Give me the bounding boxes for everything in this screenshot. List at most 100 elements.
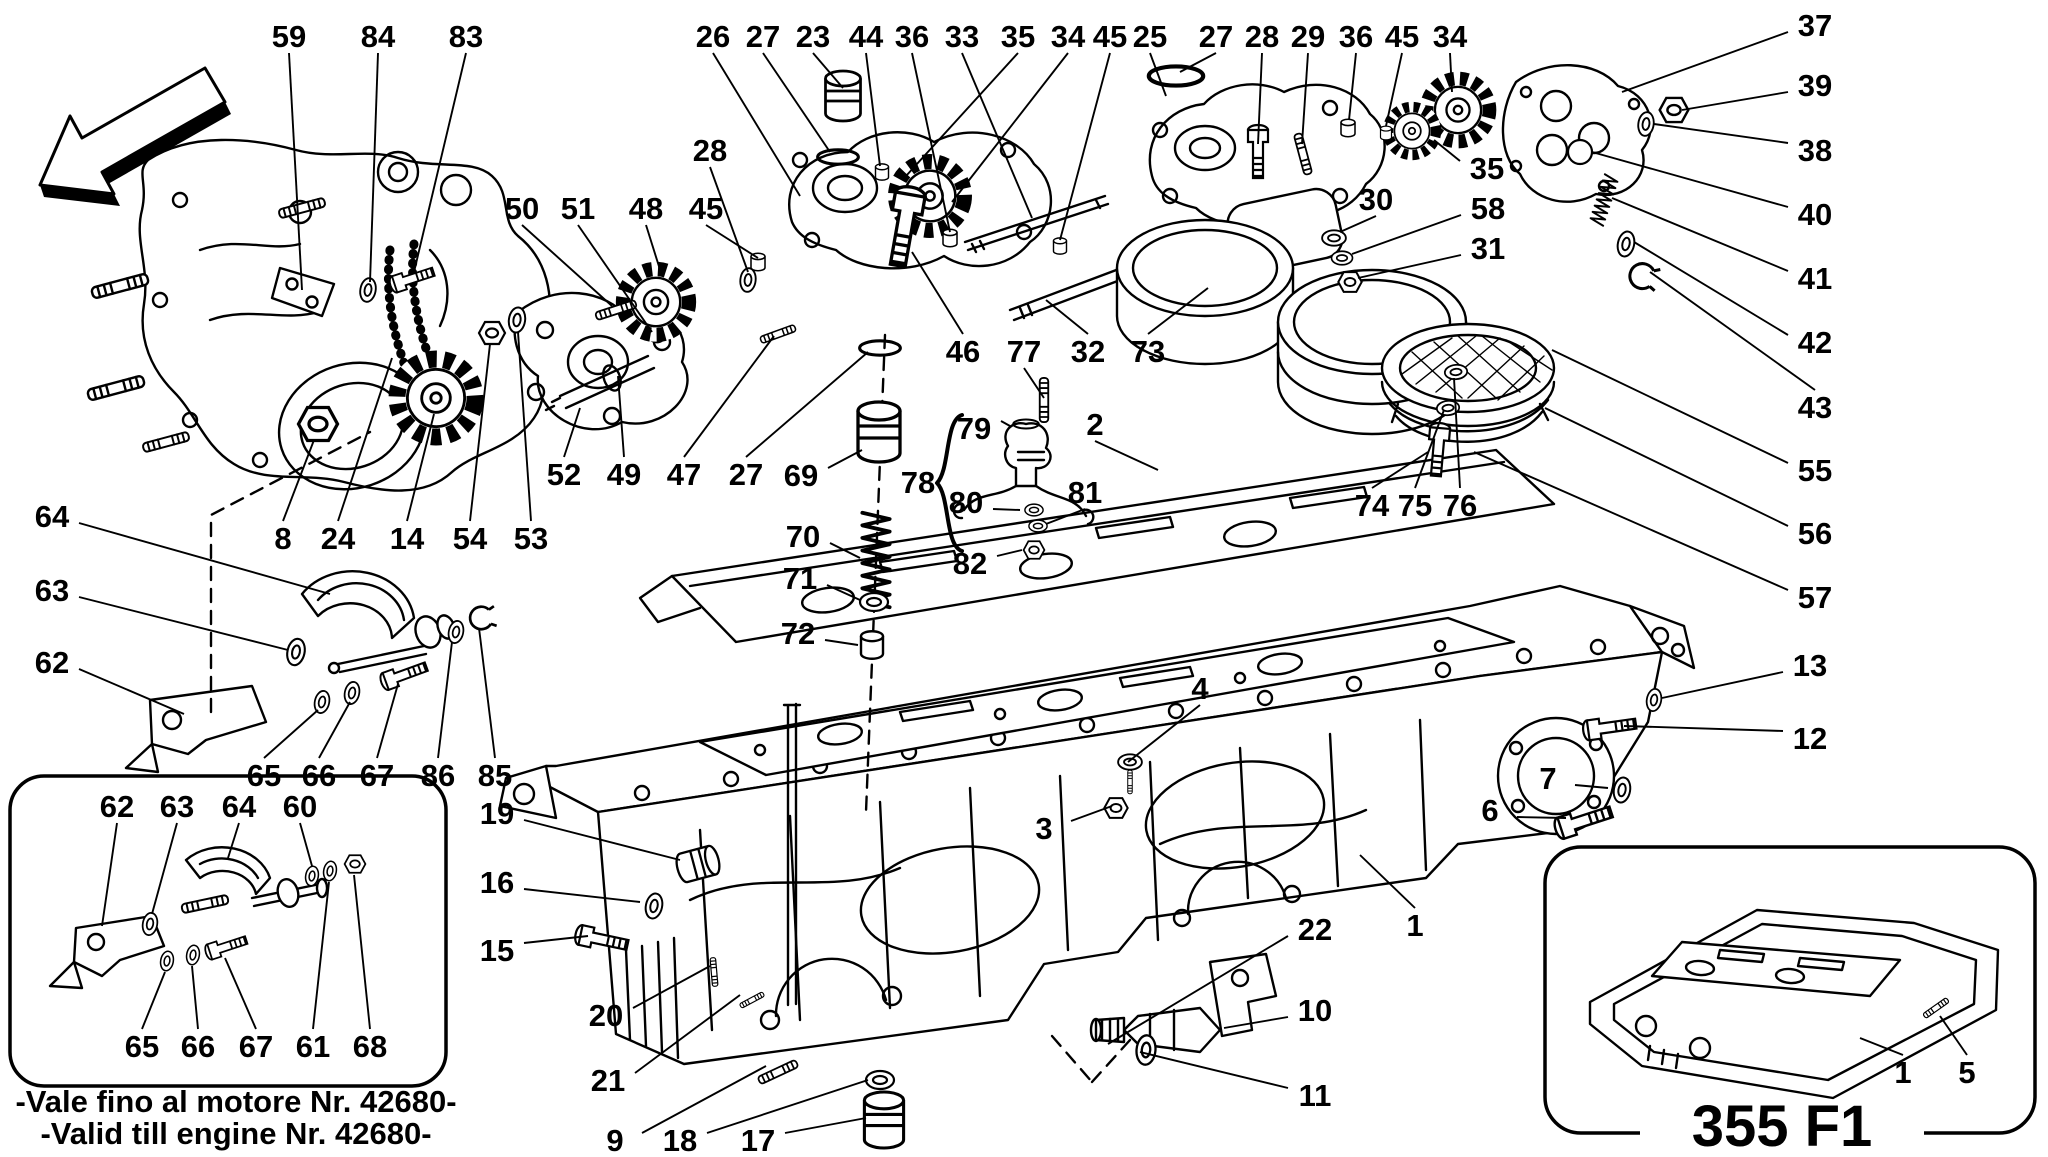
- leader-line-29: [1301, 52, 1309, 145]
- callout-28: 28: [1245, 19, 1279, 54]
- callout-79: 79: [957, 411, 991, 446]
- leader-line-48: [645, 224, 663, 277]
- callout-40: 40: [1798, 197, 1832, 232]
- callout-31: 31: [1471, 231, 1505, 266]
- callout-23: 23: [796, 19, 830, 54]
- leader-line-46: [911, 251, 964, 335]
- inset-earlier-version: [8, 774, 448, 1088]
- leader-line-25: [1149, 52, 1167, 97]
- callout-35: 35: [1470, 151, 1504, 186]
- leader-line-34: [1449, 52, 1453, 93]
- leader-line-85: [478, 627, 496, 759]
- leader-line-66: [191, 965, 199, 1030]
- leader-line-86: [437, 641, 453, 759]
- callout-45: 45: [1093, 19, 1127, 54]
- leader-line-28: [1257, 52, 1263, 145]
- callout-11: 11: [1299, 1078, 1332, 1113]
- leader-line-57: [1473, 451, 1789, 591]
- leader-line-18: [706, 1079, 869, 1134]
- callout-64: 64: [222, 789, 257, 824]
- leader-line-50: [521, 224, 613, 307]
- leader-line-35: [905, 52, 1019, 177]
- callout-4: 4: [1191, 671, 1209, 706]
- callout-39: 39: [1798, 68, 1832, 103]
- leader-line-27: [762, 52, 831, 153]
- leader-line-6: [1516, 816, 1567, 819]
- part-washer-glyph: [1028, 519, 1048, 533]
- callout-56: 56: [1798, 516, 1832, 551]
- leader-line-45: [1385, 52, 1403, 127]
- leader-line-70: [829, 542, 861, 559]
- leader-line-41: [1611, 197, 1789, 272]
- direction-arrow-icon: [38, 66, 231, 206]
- callout-53: 53: [514, 521, 548, 556]
- leader-line-58: [1351, 214, 1462, 255]
- leader-line-63: [151, 822, 178, 915]
- leader-line-63: [78, 596, 289, 651]
- callout-61: 61: [296, 1029, 330, 1064]
- callout-34: 34: [1051, 19, 1086, 54]
- leader-line-60: [299, 822, 313, 867]
- callout-37: 37: [1798, 8, 1832, 43]
- part-cyl-glyph: [874, 163, 890, 181]
- leader-line-22: [1107, 935, 1289, 1045]
- leader-line-54: [469, 343, 491, 522]
- leader-line-71: [826, 584, 861, 601]
- leader-line-73: [1147, 287, 1209, 335]
- part-cyl-glyph: [859, 630, 885, 660]
- leader-line-3: [1070, 805, 1113, 822]
- callout-45: 45: [689, 191, 723, 226]
- leader-line-45: [1059, 52, 1111, 241]
- leader-line-67: [224, 957, 257, 1030]
- leader-line-82: [996, 549, 1023, 557]
- part-cyl-glyph: [1379, 125, 1393, 141]
- leader-line-8: [282, 439, 315, 522]
- callout-26: 26: [696, 19, 730, 54]
- callout-36: 36: [1339, 19, 1373, 54]
- callout-64: 64: [35, 499, 70, 534]
- leader-line-14: [406, 413, 435, 522]
- callout-38: 38: [1798, 133, 1832, 168]
- callout-9: 9: [606, 1123, 623, 1157]
- leader-line-79: [1000, 420, 1011, 427]
- leader-line-30: [1339, 215, 1377, 233]
- part-nut-glyph: [343, 854, 367, 874]
- callout-50: 50: [505, 191, 539, 226]
- callout-86: 86: [421, 758, 455, 793]
- callout-44: 44: [849, 19, 884, 54]
- callout-42: 42: [1798, 325, 1832, 360]
- leader-line-19: [523, 819, 681, 861]
- tensioner-art: [124, 430, 456, 774]
- callout-29: 29: [1291, 19, 1325, 54]
- leader-line-44: [865, 52, 881, 167]
- footnote-italian: -Vale fino al motore Nr. 42680-: [15, 1084, 456, 1119]
- callout-46: 46: [946, 334, 980, 369]
- callout-74: 74: [1355, 488, 1390, 523]
- callout-60: 60: [283, 789, 317, 824]
- callout-69: 69: [784, 458, 818, 493]
- part-stud-glyph: [1127, 769, 1133, 795]
- part-washer-glyph: [1321, 229, 1347, 247]
- callout-65: 65: [247, 758, 281, 793]
- callout-27: 27: [729, 457, 763, 492]
- leader-line-34: [951, 52, 1069, 203]
- leader-line-80: [992, 508, 1021, 511]
- callout-57: 57: [1798, 580, 1832, 615]
- part-washer-glyph: [864, 1069, 896, 1091]
- leader-line-24: [337, 357, 393, 522]
- callout-66: 66: [302, 758, 336, 793]
- leader-line-32: [1045, 299, 1089, 335]
- callout-76: 76: [1443, 488, 1477, 523]
- leader-line-9: [641, 1065, 767, 1134]
- leader-line-56: [1544, 407, 1789, 527]
- callout-67: 67: [360, 758, 394, 793]
- callout-63: 63: [35, 573, 69, 608]
- callout-78: 78: [901, 465, 935, 500]
- callout-1: 1: [1894, 1055, 1911, 1090]
- callout-52: 52: [547, 457, 581, 492]
- callout-73: 73: [1131, 334, 1165, 369]
- leader-line-33: [961, 52, 1033, 219]
- leader-line-13: [1661, 671, 1784, 699]
- leader-line-39: [1681, 91, 1789, 111]
